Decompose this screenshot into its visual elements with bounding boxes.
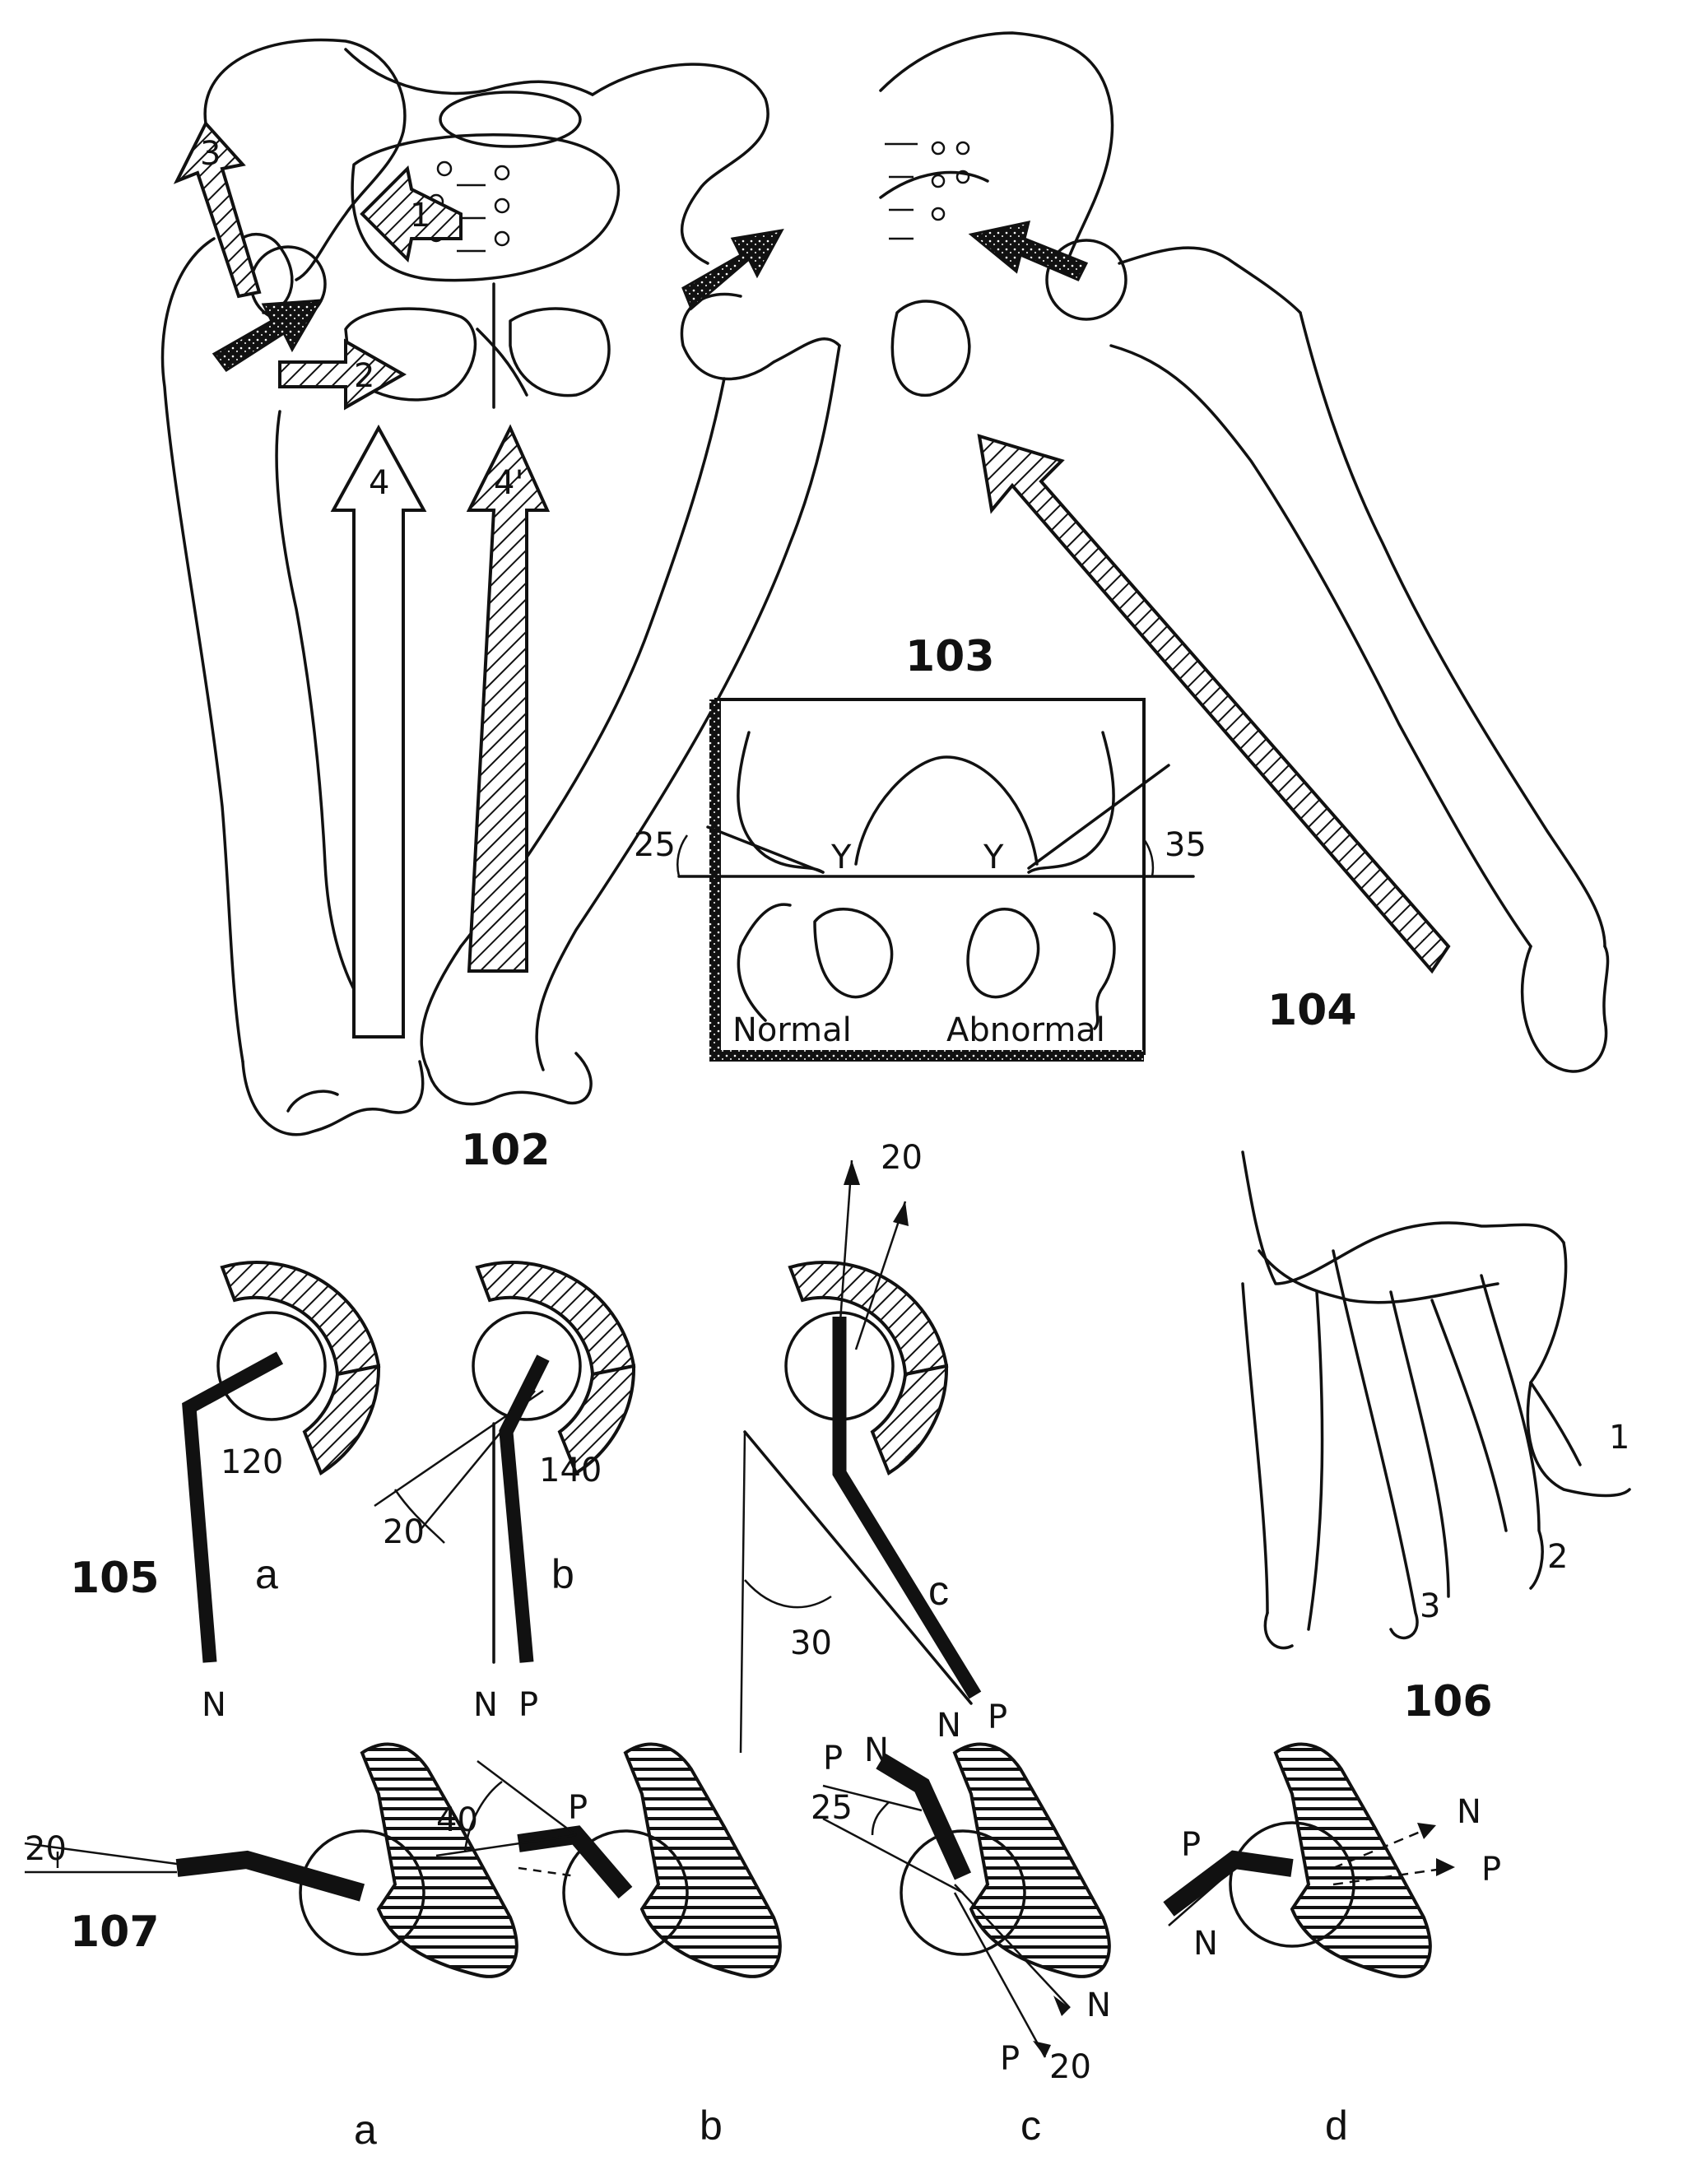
- arrow-label-4-prime: 4': [494, 464, 523, 502]
- fig105-b-line-n: N: [473, 1686, 498, 1724]
- figure-label-102: 102: [461, 1126, 551, 1175]
- fig105-a-angle: 120: [221, 1443, 283, 1481]
- fig107-a: 20: [24, 1742, 518, 1978]
- fig106-legs-drawing: [1241, 1150, 1631, 1650]
- fig103-label-normal: Normal: [732, 1011, 852, 1049]
- fig105-c-letter: c: [928, 1568, 949, 1614]
- fig107-c-angle: 25: [811, 1789, 853, 1827]
- fig103-label-abnormal: Abnormal: [946, 1011, 1105, 1049]
- fig107-c: P N 25 N P 20: [811, 1731, 1111, 2086]
- fig105-a-letter: a: [255, 1551, 278, 1597]
- fig103-y-left: Y: [830, 839, 852, 876]
- fig107-c-p-top: P: [823, 1740, 843, 1777]
- arrow-label-4: 4: [369, 464, 389, 502]
- fig105-b: 140 20 b N P: [374, 1261, 636, 1724]
- arrow-4-prime: 4': [466, 424, 551, 973]
- fig103-angle-25: 25: [634, 826, 676, 864]
- fig107-c-n-top: N: [864, 1731, 889, 1769]
- fig107-c-bottom-angle: 20: [1049, 2048, 1091, 2086]
- fig106-position-3: 3: [1420, 1587, 1440, 1625]
- fig107-d-n-right: N: [1457, 1793, 1481, 1831]
- fig104-long-hatched-arrow: [977, 434, 1451, 974]
- fig107-d-p: P: [1181, 1826, 1201, 1864]
- fig107-a-angle: 20: [25, 1830, 67, 1868]
- fig105-c-top: 20: [881, 1139, 923, 1177]
- fig104-hip-arrow: [968, 221, 1089, 281]
- fig107-d: P N N P: [1163, 1742, 1501, 1978]
- figure-label-106: 106: [1403, 1677, 1493, 1726]
- fig105-c-angle: 30: [790, 1624, 832, 1662]
- fig107-b-angle: 40: [436, 1801, 478, 1839]
- fig107-letter-d: d: [1325, 2103, 1348, 2149]
- fig105-c-line-n: N: [937, 1707, 961, 1745]
- left-hip-force-arrow: [212, 299, 323, 373]
- arrow-label-1: 1: [410, 197, 430, 235]
- fig105-b-offset: 20: [383, 1513, 425, 1551]
- arrow-label-2: 2: [354, 357, 374, 395]
- fig107-d-p-right: P: [1481, 1851, 1501, 1889]
- arrow-label-3: 3: [200, 135, 221, 173]
- fig107-d-n: N: [1193, 1925, 1218, 1963]
- fig105-a-line-n: N: [202, 1686, 226, 1724]
- fig105-c: 20 30 c N P: [739, 1139, 1007, 1754]
- fig102-pelvis-drawing: [160, 38, 841, 1136]
- fig107-c-n-bottom: N: [1086, 1987, 1111, 2024]
- fig103-panel: 103 25 35 Y Y Normal Abnormal: [634, 632, 1206, 1062]
- fig107-letter-c: c: [1020, 2103, 1041, 2149]
- figure-label-107: 107: [70, 1908, 160, 1957]
- arrow-3: 3: [173, 120, 262, 299]
- fig104-lateral-drawing: [879, 31, 1610, 1073]
- fig105-b-line-p: P: [518, 1686, 538, 1724]
- fig104-foramina: [885, 141, 970, 240]
- fig107-letter-b: b: [700, 2103, 723, 2149]
- fig105-b-angle: 140: [539, 1452, 602, 1489]
- fig103-y-right: Y: [983, 839, 1004, 876]
- fig107-c-p-bottom: P: [1000, 2040, 1020, 2078]
- figure-label-105: 105: [70, 1554, 160, 1603]
- fig103-angle-35: 35: [1165, 826, 1206, 864]
- fig105-a: 120 a N: [182, 1261, 381, 1724]
- arrow-1: 1: [360, 165, 463, 263]
- fig105-b-letter: b: [551, 1551, 574, 1597]
- arrow-4: 4: [330, 424, 427, 1039]
- fig107-b: 40 P: [435, 1742, 782, 1978]
- fig106-position-2: 2: [1547, 1538, 1568, 1576]
- fig106-position-1: 1: [1609, 1419, 1630, 1457]
- arrow-2: 2: [278, 338, 407, 411]
- fig105-c-line-p: P: [988, 1698, 1007, 1736]
- fig107-letter-a: a: [354, 2107, 377, 2153]
- figure-label-104: 104: [1267, 986, 1357, 1035]
- right-hip-force-arrow: [681, 229, 784, 311]
- figure-label-103: 103: [905, 632, 995, 681]
- fig107-b-line-p: P: [568, 1789, 588, 1827]
